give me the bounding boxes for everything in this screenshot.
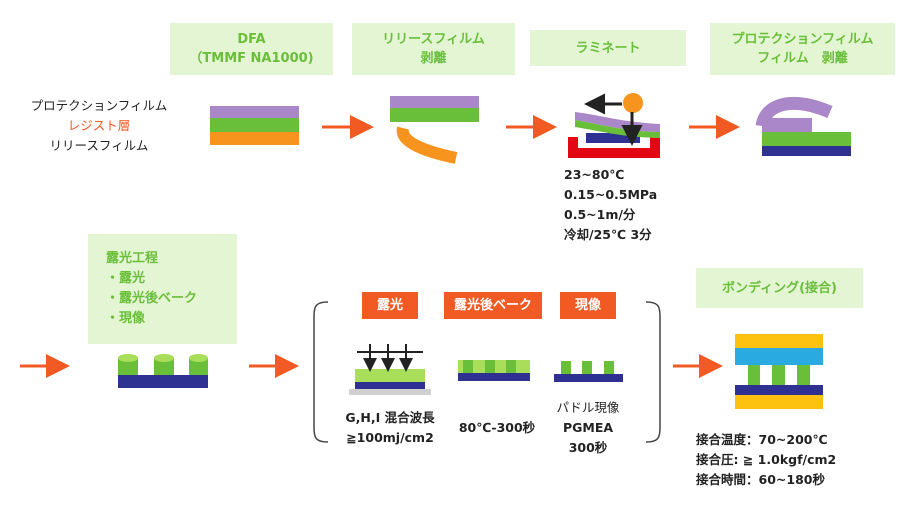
substrate-pillar-3	[189, 358, 208, 375]
release-purple-layer	[390, 96, 479, 108]
exposure-item-bake: ・露光後ベーク	[106, 291, 198, 306]
laminate-pressure: 0.15~0.5MPa	[564, 187, 658, 202]
bonding-pillar-2	[772, 365, 785, 385]
step-box-release-line1: リリースフィルム	[382, 32, 485, 47]
bracket-left	[313, 301, 329, 443]
bonding-blue-layer	[735, 385, 823, 395]
exposure-resist-layer	[355, 369, 425, 382]
protection-purple-base	[762, 118, 812, 132]
develop-time: 300秒	[568, 440, 608, 455]
bonding-box: ボンディング(接合)	[696, 268, 863, 308]
exposure-blue-base	[355, 382, 425, 389]
develop-blue-base	[554, 374, 623, 382]
bake-condition: 80℃-300秒	[458, 420, 536, 435]
step-box-laminate: ラミネート	[530, 30, 686, 66]
step-box-release-line2: 剥離	[420, 51, 447, 66]
exposure-process-box: 露光工程 ・露光 ・露光後ベーク ・現像	[88, 234, 237, 344]
dfa-orange-layer	[210, 132, 299, 145]
legend-resist-layer: レジスト層	[67, 118, 131, 133]
tag-develop: 現像	[560, 292, 616, 319]
step-box-release-peel: リリースフィルム 剥離	[352, 23, 515, 75]
pillar-top-1	[118, 354, 138, 362]
bonding-top-yellow	[735, 334, 823, 348]
step-box-laminate-line1: ラミネート	[575, 40, 641, 56]
protect-blue-layer	[762, 146, 851, 156]
release-film-curve	[396, 126, 458, 164]
substrate-blue-base	[118, 375, 208, 388]
exposure-item-develop: ・現像	[106, 311, 146, 326]
pillar-top-3	[189, 354, 208, 362]
pillar-top-2	[154, 354, 174, 362]
step-box-protect-peel: プロテクションフィルム フィルム 剥離	[710, 23, 895, 75]
develop-solvent: PGMEA	[562, 420, 614, 435]
exposure-wavelength: G,H,I 混合波長	[345, 410, 435, 425]
laminator	[568, 93, 660, 158]
exposure-dose: ≧100mj/cm2	[346, 430, 434, 445]
bonding-pressure: 接合圧: ≧ 1.0kgf/cm2	[696, 452, 837, 467]
bonding-bottom-yellow	[735, 395, 823, 409]
exposure-process-title: 露光工程	[106, 251, 159, 266]
exposure-gray-stage	[349, 389, 431, 395]
bonding-pillar-1	[748, 365, 760, 385]
tag-exposure: 露光	[362, 292, 418, 319]
step-box-protect-line2: フィルム 剥離	[757, 51, 848, 66]
develop-pillar-3	[604, 361, 614, 374]
legend-release-film: リリースフィルム	[49, 138, 149, 153]
develop-condition: パドル現像 PGMEA 300秒	[538, 398, 638, 458]
develop-method: パドル現像	[556, 400, 620, 415]
bonding-temp: 接合温度：70~200℃	[696, 432, 828, 447]
step-box-dfa-line2: （TMMF NA1000)	[189, 51, 314, 66]
bonding-conditions: 接合温度：70~200℃ 接合圧: ≧ 1.0kgf/cm2 接合時間：60~1…	[696, 430, 896, 490]
step-box-protect-line1: プロテクションフィルム	[731, 32, 874, 47]
exposure-condition: G,H,I 混合波長 ≧100mj/cm2	[330, 408, 450, 448]
develop-pillar-1	[561, 361, 571, 374]
bake-blue-base	[458, 373, 530, 381]
laminate-conditions: 23~80℃ 0.15~0.5MPa 0.5~1m/分 冷却/25℃ 3分	[564, 165, 704, 245]
laminate-temp: 23~80℃	[564, 167, 625, 182]
bake-stripes	[463, 360, 516, 373]
step-box-dfa-line1: DFA	[237, 32, 266, 47]
exposure-item-exposure: ・露光	[106, 271, 146, 286]
substrate-pillar-1	[118, 358, 138, 375]
step-box-dfa: DFA （TMMF NA1000)	[170, 23, 333, 75]
bonding-top-cyan	[735, 348, 823, 365]
bracket-right	[645, 301, 661, 443]
tag-post-exposure-bake: 露光後ベーク	[444, 292, 542, 319]
layer-legend: プロテクションフィルム レジスト層 リリースフィルム	[20, 96, 178, 156]
laminate-cooling: 冷却/25℃ 3分	[564, 227, 652, 242]
bonding-pillar-3	[797, 365, 810, 385]
develop-pillar-2	[582, 361, 592, 374]
dfa-purple-layer	[210, 106, 299, 118]
bonding-time: 接合時間：60~180秒	[696, 472, 825, 487]
bonding-title: ボンディング(接合)	[722, 280, 837, 296]
substrate-pillar-2	[154, 358, 174, 375]
release-green-layer	[390, 108, 479, 122]
protect-green-layer	[762, 132, 851, 146]
laminate-speed: 0.5~1m/分	[564, 207, 636, 222]
exposure-light-arrows	[357, 344, 423, 372]
legend-protection-film: プロテクションフィルム	[30, 98, 168, 113]
dfa-green-layer	[210, 118, 299, 132]
